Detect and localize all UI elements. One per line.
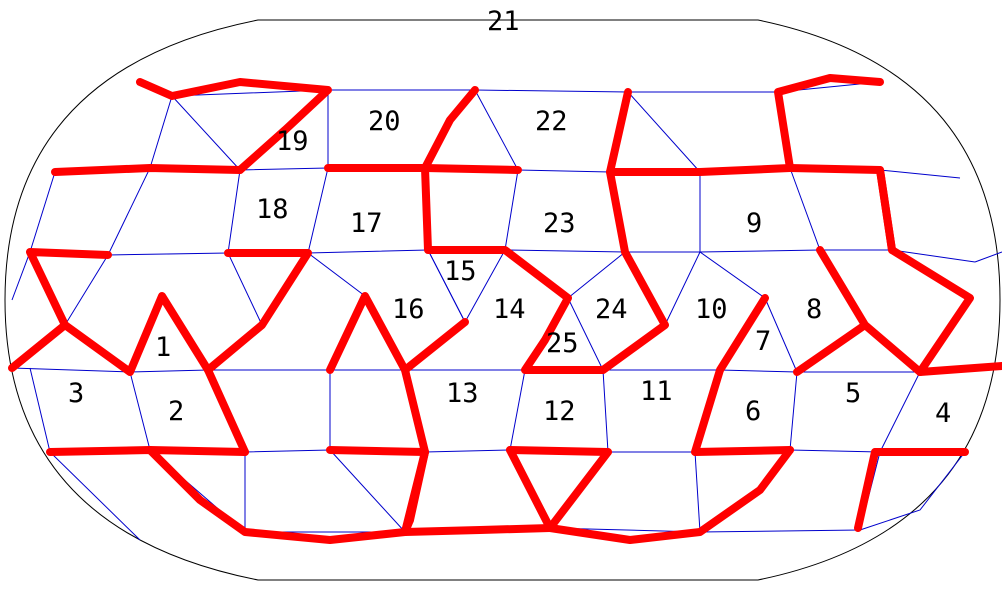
face-label: 18	[256, 194, 289, 225]
face-label: 7	[755, 326, 771, 357]
face-label: 5	[845, 378, 861, 409]
face-label: 6	[745, 396, 761, 427]
face-label: 13	[446, 378, 479, 409]
face-label: 22	[535, 106, 568, 137]
face-label: 17	[350, 208, 383, 239]
face-label: 8	[806, 294, 822, 325]
face-label: 21	[487, 6, 520, 37]
face-labels: 1 2 3 4 5 6 7 8 9 10 11 12 13 14 15 16 1…	[68, 6, 951, 429]
face-label: 14	[493, 294, 526, 325]
face-label: 9	[746, 208, 762, 239]
face-label: 11	[640, 376, 673, 407]
face-label: 15	[444, 256, 477, 287]
face-label: 24	[595, 294, 628, 325]
face-label: 4	[935, 398, 951, 429]
face-label: 12	[543, 396, 576, 427]
face-label: 19	[276, 126, 309, 157]
face-label: 23	[543, 208, 576, 239]
face-label: 25	[546, 328, 579, 359]
face-label: 16	[392, 294, 425, 325]
face-label: 1	[155, 332, 171, 363]
face-label: 10	[695, 294, 728, 325]
face-label: 2	[168, 396, 184, 427]
face-label: 20	[368, 106, 401, 137]
face-label: 3	[68, 378, 84, 409]
